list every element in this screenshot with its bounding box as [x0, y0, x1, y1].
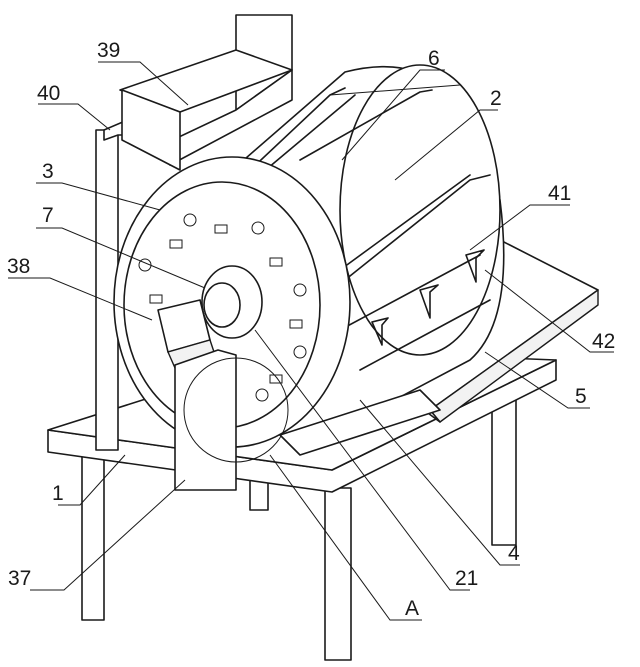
label-42: 42	[592, 330, 615, 353]
collection-tray	[279, 389, 441, 456]
label-38: 38	[7, 255, 30, 278]
drum-hub	[201, 265, 263, 339]
label-37: 37	[8, 567, 31, 590]
label-2: 2	[490, 87, 502, 110]
label-40: 40	[37, 82, 60, 105]
support-bracket	[174, 349, 289, 491]
nozzles	[371, 249, 485, 346]
leader-lines	[8, 61, 614, 621]
feed-hopper	[119, 14, 293, 171]
label-4: 4	[508, 542, 520, 565]
label-41: 41	[548, 182, 571, 205]
label-3: 3	[42, 160, 54, 183]
label-1: 1	[52, 482, 64, 505]
label-7: 7	[42, 204, 54, 227]
label-5: 5	[575, 385, 587, 408]
motor	[157, 299, 216, 369]
label-39: 39	[97, 39, 120, 62]
part-labels: 39 40 3 7 38 6 2 41 42 5 1 37 A 21 4	[7, 39, 615, 620]
label-6: 6	[428, 47, 440, 70]
label-21: 21	[455, 567, 478, 590]
label-A: A	[405, 597, 419, 620]
